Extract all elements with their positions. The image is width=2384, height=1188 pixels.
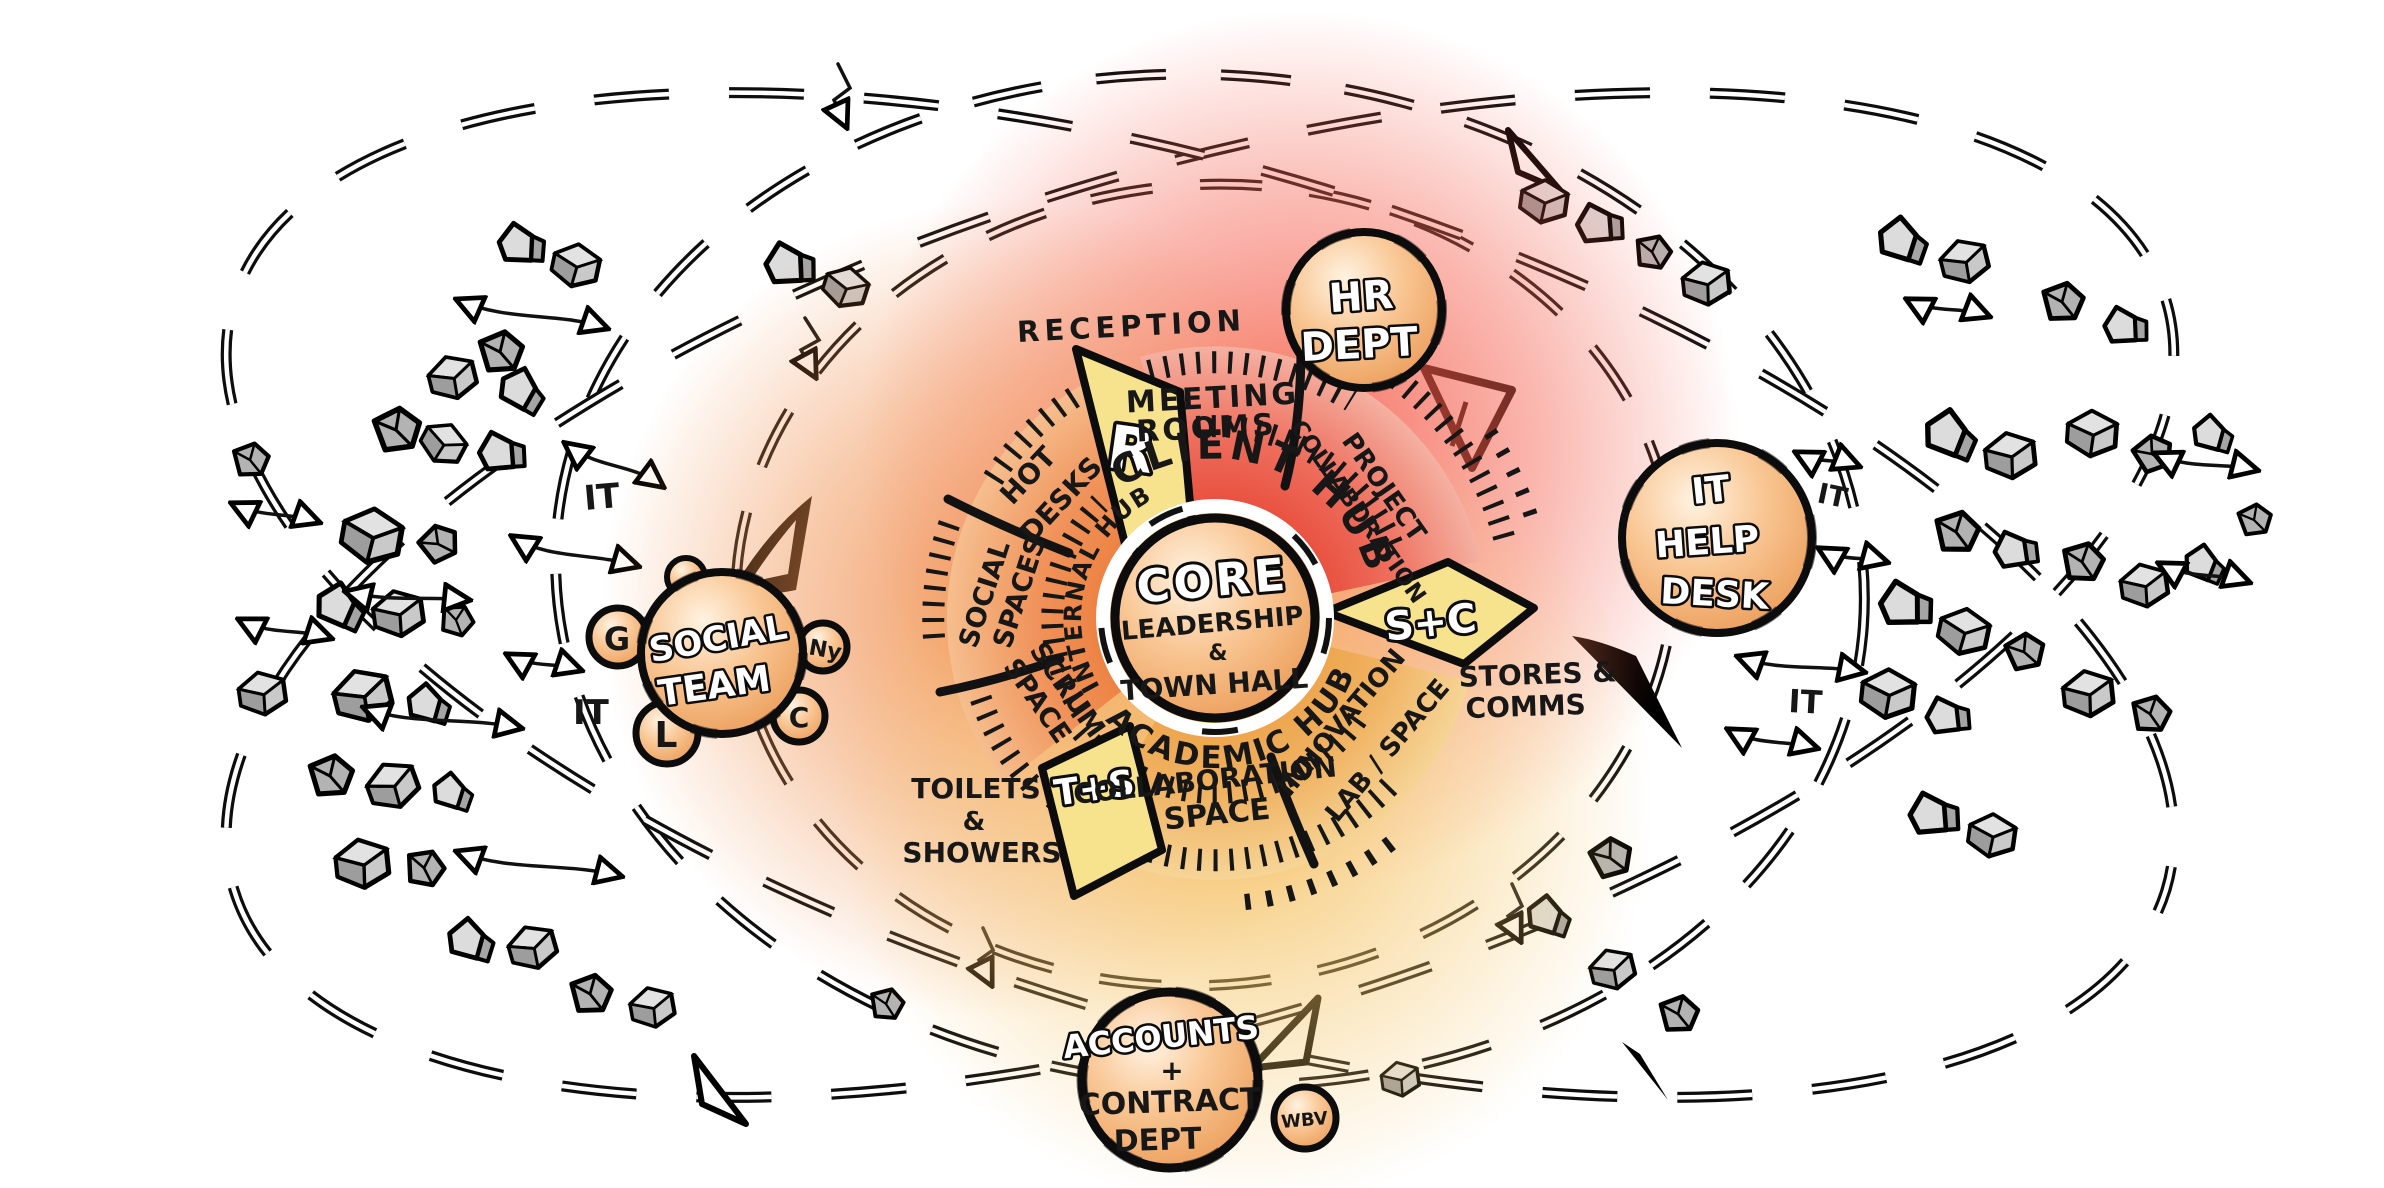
sync-arrow-icon — [2156, 454, 2256, 470]
wedge-stores-code: S+C — [1383, 595, 1479, 650]
accounts-label-2: + — [1160, 1054, 1183, 1087]
satellite-accounts-contract: ACCOUNTS + CONTRACT DEPT WBV — [1059, 986, 1340, 1174]
sync-arrow-icon — [347, 592, 468, 600]
area-divider — [943, 494, 1074, 558]
it-label-3: DESK — [1659, 571, 1770, 618]
it-sketch-ring — [1617, 438, 1817, 638]
sync-arrow-icon — [508, 655, 580, 670]
sync-arrow-icon — [458, 300, 606, 328]
accounts-member-label: WBV — [1280, 1108, 1328, 1133]
wedge-annotations: RECEPTION STORES & COMMS TOILETS & SHOWE… — [902, 303, 1617, 869]
core-circle — [1110, 513, 1320, 723]
sync-arrow-icon — [1729, 730, 1816, 748]
sync-arrow-icon — [458, 852, 620, 876]
remote-node-icon — [2236, 502, 2273, 537]
sync-arrow-icon — [2160, 564, 2248, 582]
area-divider — [935, 654, 1065, 697]
social-sketch-ring — [636, 567, 808, 739]
core-node: CORE LEADERSHIP & TOWN HALL — [1096, 499, 1334, 737]
stores-comms-label-1: STORES & — [1458, 655, 1617, 693]
sync-arrow-icon — [1820, 549, 1886, 562]
core-line-2: & — [1208, 641, 1227, 666]
hr-label-2: DEPT — [1300, 319, 1420, 371]
satellite-hr-dept: HR DEPT — [1281, 227, 1447, 393]
sync-arrow-icon — [1908, 300, 1988, 316]
toilets-label-3: SHOWERS — [902, 836, 1061, 869]
sector-client-hub — [1140, 346, 1481, 595]
orbit-pointer-icon — [1622, 1042, 1668, 1100]
sync-arrow-icon — [365, 708, 520, 728]
sync-arrow-icon — [1797, 453, 1858, 466]
satellite-it-help-desk: IT HELP DESK — [1617, 438, 1817, 638]
hr-label-1: HR — [1327, 272, 1394, 322]
satellite-social-team: SOCIAL TEAM G Ny L C — [585, 555, 851, 768]
sync-arrow-icon — [233, 504, 318, 522]
accounts-member-circle — [1270, 1083, 1340, 1153]
wedge-toilets-showers — [1038, 722, 1166, 900]
accounts-label-4: DEPT — [1113, 1121, 1203, 1159]
accounts-label-3: CONTRACT — [1078, 1082, 1262, 1123]
tick-fringe — [1376, 359, 1517, 548]
core-sketch-ring — [1098, 501, 1332, 735]
it-label-1: IT — [1690, 468, 1732, 513]
tick-fringe — [1041, 495, 1108, 719]
accounts-sketch-ring — [1076, 986, 1264, 1174]
hr-sketch-ring — [1281, 227, 1447, 393]
it-annotation: IT — [1788, 682, 1824, 722]
it-annotation: IT — [1815, 477, 1851, 515]
it-annotation: IT — [573, 693, 610, 733]
stores-comms-label-2: COMMS — [1465, 688, 1586, 725]
social-member-label: G — [604, 620, 630, 658]
toilets-label-1: TOILETS — [911, 772, 1041, 805]
area-divider — [1266, 752, 1319, 869]
social-member-label: C — [789, 701, 810, 734]
toilets-label-2: & — [963, 807, 986, 837]
social-member-label: L — [655, 715, 678, 756]
meeting-rooms-label-2: ROOMS — [1135, 407, 1277, 449]
zigzag-arrow-icon — [834, 62, 853, 126]
wedge-stores-comms — [1322, 558, 1538, 668]
sync-arrow-icon — [240, 620, 330, 638]
it-label-2: HELP — [1654, 518, 1761, 566]
tick-fringe — [967, 686, 1040, 792]
orbit-pointer-icon — [691, 1053, 749, 1127]
remote-node-icon — [374, 408, 419, 449]
sync-arrow-icon — [1739, 657, 1863, 672]
wedge-toilets-code: T+S — [1052, 763, 1138, 815]
social-member-label: Ny — [807, 635, 844, 665]
